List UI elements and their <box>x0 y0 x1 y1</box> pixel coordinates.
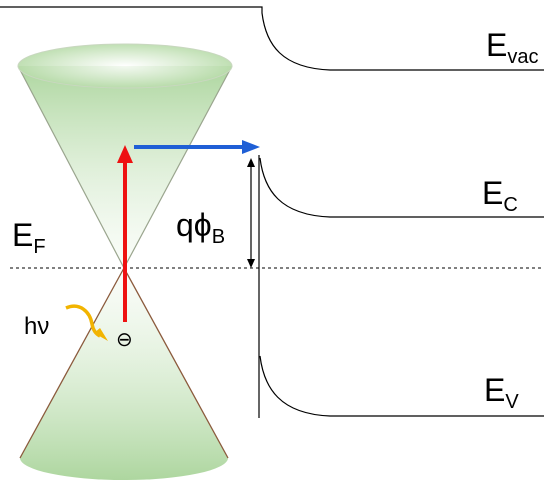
lower-cone <box>19 267 229 480</box>
excitation-arrow <box>117 145 133 322</box>
vacuum-level-line <box>0 6 544 71</box>
valence-band-line <box>259 355 544 417</box>
e-c-label: EC <box>482 175 518 216</box>
e-v-label: EV <box>484 372 519 413</box>
e-f-label: EF <box>12 217 46 258</box>
emission-arrow <box>134 140 260 154</box>
electron-icon: ⊖ <box>116 329 133 351</box>
barrier-height-label: qϕB <box>176 207 225 248</box>
conduction-band-line <box>259 157 544 218</box>
photon-label: hν <box>24 313 49 340</box>
barrier-height-arrow <box>247 158 255 268</box>
e-vac-label: Evac <box>486 27 538 68</box>
photon-arrow <box>65 304 108 341</box>
